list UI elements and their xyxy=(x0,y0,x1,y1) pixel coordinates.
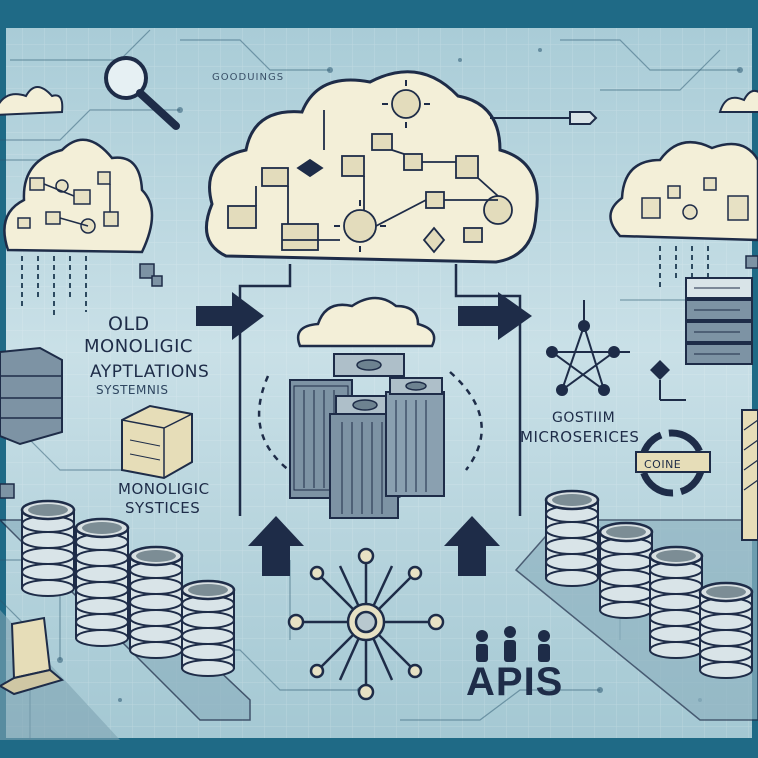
badge-label: COINE xyxy=(644,458,682,471)
server-rack-icon xyxy=(289,353,445,519)
server-rack-icon xyxy=(121,404,193,480)
label-systems-2: SYSTICES xyxy=(125,499,201,517)
label-custom: GOSTIIM xyxy=(552,410,616,426)
network-hub-icon xyxy=(287,547,445,701)
magnifier-icon xyxy=(104,56,180,130)
label-microservices: MICROSERICES xyxy=(520,428,640,446)
cloud-icon xyxy=(0,86,64,116)
cloud-caption: GOODUINGS xyxy=(212,72,285,83)
central-cloud xyxy=(204,70,539,264)
left-cloud xyxy=(3,138,154,254)
status-badge xyxy=(635,429,711,497)
arrow-icon xyxy=(458,292,532,340)
label-old: OLD xyxy=(108,313,150,335)
laptop-icon xyxy=(0,616,65,696)
circuit-traces xyxy=(0,29,740,740)
right-cloud xyxy=(609,140,758,242)
arrow-icon xyxy=(196,292,264,340)
label-monolithic: MONOLIGIC xyxy=(84,336,193,357)
arrow-icon xyxy=(248,516,304,576)
server-rack-icon xyxy=(0,346,63,446)
server-rack-icon xyxy=(685,277,753,365)
arrow-icon xyxy=(444,516,500,576)
people-icon xyxy=(476,626,550,662)
cloud-icon xyxy=(718,89,758,113)
label-applications: AYPTLATIONS xyxy=(90,362,210,382)
label-systems: SYSTEMNIS xyxy=(96,383,169,397)
label-apis: APIS xyxy=(466,660,564,704)
cloud-icon xyxy=(296,296,436,348)
star-network-icon xyxy=(546,300,630,396)
label-monolithic-2: MONOLIGIC xyxy=(118,480,210,498)
